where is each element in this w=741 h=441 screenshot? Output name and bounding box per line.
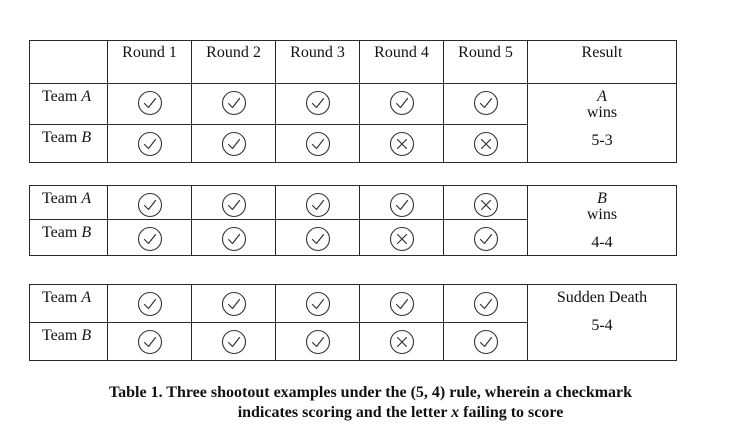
team-a-row: Team A B wins 4-4 — [29, 185, 677, 256]
mark-cell — [275, 124, 360, 163]
check-circle-icon — [221, 90, 246, 116]
team-a-row: Team A Sudden Death 5-4 — [29, 284, 677, 361]
check-circle-icon — [137, 226, 162, 252]
check-circle-icon — [221, 291, 246, 317]
check-circle-icon — [389, 90, 414, 116]
caption-line-1: Table 1. Three shootout examples under t… — [108, 384, 633, 401]
mark-cell — [107, 322, 192, 361]
result-cell: Sudden Death 5-4 — [527, 284, 677, 361]
check-circle-icon — [305, 226, 330, 252]
header-round-3: Round 3 — [275, 40, 360, 84]
x-circle-icon — [389, 226, 414, 252]
header-row: Round 1 Round 2 Round 3 Round 4 Round 5 … — [29, 40, 677, 84]
check-circle-icon — [305, 131, 330, 157]
team-b-cell: Team B — [29, 219, 108, 256]
mark-cell — [275, 219, 360, 256]
result-cell: A wins 5-3 — [527, 83, 677, 163]
mark-cell — [359, 185, 444, 220]
table-caption: Table 1. Three shootout examples under t… — [0, 383, 741, 423]
mark-cell — [191, 185, 276, 220]
mark-cell — [191, 284, 276, 323]
team-b-cell: Team B — [29, 322, 108, 361]
team-a-row: Team A A wins 5-3 — [29, 83, 677, 163]
mark-cell — [191, 219, 276, 256]
mark-cell — [359, 124, 444, 163]
check-circle-icon — [137, 131, 162, 157]
check-circle-icon — [221, 329, 246, 355]
header-round-4: Round 4 — [359, 40, 444, 84]
mark-cell — [275, 322, 360, 361]
x-circle-icon — [389, 131, 414, 157]
team-b-row: Team B — [29, 124, 677, 163]
header-round-2: Round 2 — [191, 40, 276, 84]
check-circle-icon — [305, 329, 330, 355]
shootout-table-1: Round 1 Round 2 Round 3 Round 4 Round 5 … — [29, 40, 677, 163]
header-result: Result — [527, 40, 677, 84]
mark-cell — [443, 83, 528, 125]
mark-cell — [359, 284, 444, 323]
mark-cell — [107, 124, 192, 163]
check-circle-icon — [137, 329, 162, 355]
mark-cell — [107, 219, 192, 256]
team-b-cell: Team B — [29, 124, 108, 163]
x-circle-icon — [473, 131, 498, 157]
check-circle-icon — [221, 131, 246, 157]
header-round-1: Round 1 — [107, 40, 192, 84]
x-circle-icon — [389, 329, 414, 355]
check-circle-icon — [389, 192, 414, 218]
check-circle-icon — [473, 226, 498, 252]
mark-cell — [107, 83, 192, 125]
check-circle-icon — [305, 291, 330, 317]
mark-cell — [107, 284, 192, 323]
mark-cell — [359, 83, 444, 125]
shootout-table-3: Team A Sudden Death 5-4 Team B — [29, 284, 677, 361]
team-a-cell: Team A — [29, 83, 108, 125]
mark-cell — [107, 185, 192, 220]
team-a-cell: Team A — [29, 284, 108, 323]
check-circle-icon — [389, 291, 414, 317]
mark-cell — [443, 124, 528, 163]
mark-cell — [359, 219, 444, 256]
header-empty-cell — [29, 40, 108, 84]
check-circle-icon — [221, 226, 246, 252]
check-circle-icon — [473, 291, 498, 317]
check-circle-icon — [137, 192, 162, 218]
header-round-5: Round 5 — [443, 40, 528, 84]
check-circle-icon — [137, 90, 162, 116]
shootout-table-2: Team A B wins 4-4 Team B — [29, 185, 677, 256]
mark-cell — [191, 124, 276, 163]
mark-cell — [443, 185, 528, 220]
mark-cell — [275, 284, 360, 323]
mark-cell — [191, 83, 276, 125]
caption-line-2: indicates scoring and the letter x faili… — [237, 404, 564, 421]
mark-cell — [191, 322, 276, 361]
x-circle-icon — [473, 192, 498, 218]
team-a-cell: Team A — [29, 185, 108, 220]
mark-cell — [359, 322, 444, 361]
check-circle-icon — [305, 90, 330, 116]
mark-cell — [275, 83, 360, 125]
check-circle-icon — [305, 192, 330, 218]
mark-cell — [275, 185, 360, 220]
mark-cell — [443, 284, 528, 323]
check-circle-icon — [221, 192, 246, 218]
mark-cell — [443, 322, 528, 361]
check-circle-icon — [473, 329, 498, 355]
check-circle-icon — [137, 291, 162, 317]
result-cell: B wins 4-4 — [527, 185, 677, 256]
mark-cell — [443, 219, 528, 256]
check-circle-icon — [473, 90, 498, 116]
team-b-row: Team B — [29, 219, 677, 256]
team-b-row: Team B — [29, 322, 677, 361]
